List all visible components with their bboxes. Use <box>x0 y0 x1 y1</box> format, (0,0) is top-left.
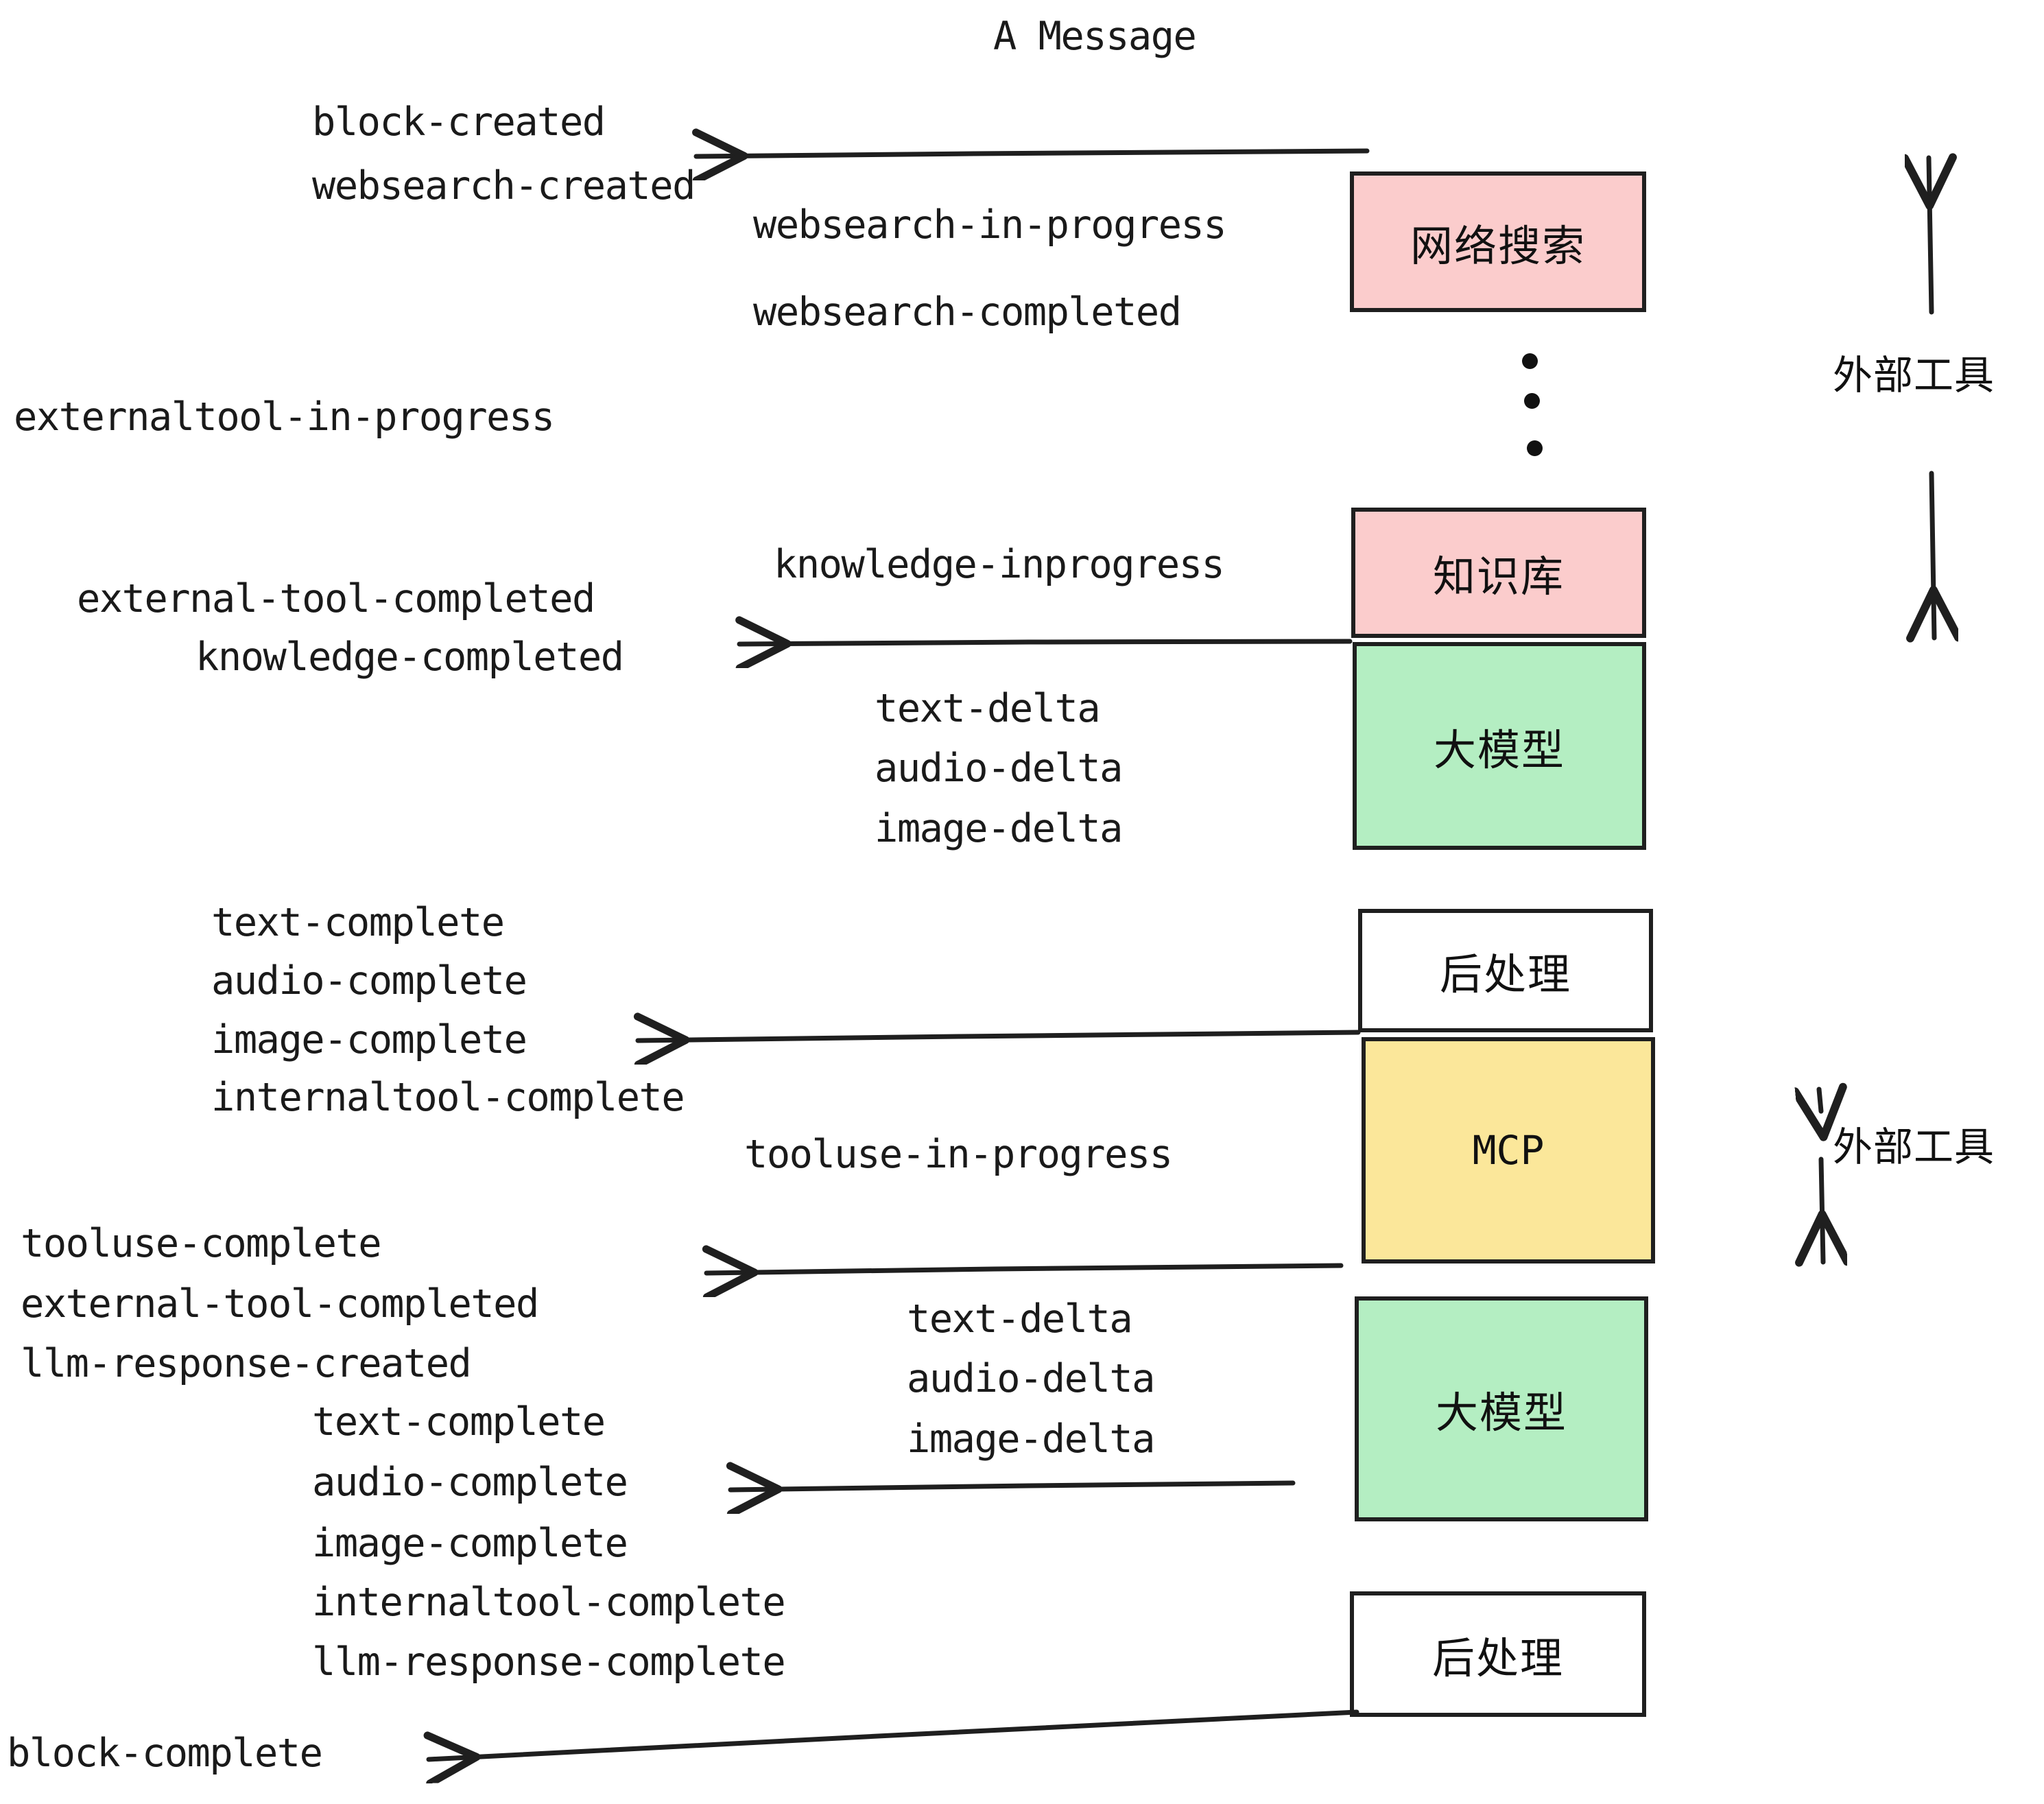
event-knowledge-completed: knowledge-completed <box>195 634 624 680</box>
box-postprocess-first: 后处理 <box>1358 909 1653 1032</box>
box-knowledge: 知识库 <box>1351 508 1646 638</box>
event-image-complete-1: image-complete <box>211 1017 527 1063</box>
arrow-llm-second-to-events <box>730 1483 1296 1490</box>
event-audio-delta-1: audio-delta <box>875 746 1124 791</box>
event-internaltool-complete-1: internaltool-complete <box>211 1075 685 1120</box>
event-external-tool-completed-2: external-tool-completed <box>21 1281 539 1327</box>
event-audio-delta-2: audio-delta <box>907 1356 1156 1401</box>
event-websearch-created: websearch-created <box>312 163 696 209</box>
event-text-complete-1: text-complete <box>211 900 505 945</box>
external-tool-span-bottom <box>1819 1089 1823 1262</box>
event-image-delta-1: image-delta <box>875 806 1124 851</box>
event-image-complete-2: image-complete <box>312 1521 628 1566</box>
box-llm-first: 大模型 <box>1353 642 1646 850</box>
arrow-mcp-to-events <box>706 1266 1344 1273</box>
event-internaltool-complete-2: internaltool-complete <box>312 1580 786 1625</box>
event-externaltool-in-progress: externaltool-in-progress <box>14 394 555 440</box>
event-block-complete: block-complete <box>7 1731 323 1776</box>
box-websearch: 网络搜索 <box>1350 171 1646 312</box>
box-llm-second: 大模型 <box>1355 1296 1648 1521</box>
arrow-postprocess-first-to-events <box>638 1032 1361 1041</box>
box-mcp: MCP <box>1362 1037 1655 1263</box>
event-llm-response-created: llm-response-created <box>21 1341 472 1386</box>
event-image-delta-2: image-delta <box>907 1416 1156 1462</box>
arrow-postprocess-second-to-block-complete <box>429 1709 1359 1759</box>
event-text-delta-1: text-delta <box>875 686 1101 731</box>
side-label-external-tool-bottom: 外部工具 <box>1833 1124 1995 1170</box>
event-websearch-completed: websearch-completed <box>753 289 1182 335</box>
event-external-tool-completed-1: external-tool-completed <box>77 576 595 621</box>
event-knowledge-inprogress: knowledge-inprogress <box>774 542 1225 587</box>
event-tooluse-complete: tooluse-complete <box>21 1221 382 1266</box>
page-title: A Message <box>993 14 1197 59</box>
event-websearch-in-progress: websearch-in-progress <box>753 202 1227 248</box>
dot-1 <box>1522 353 1538 369</box>
event-text-delta-2: text-delta <box>907 1296 1133 1342</box>
event-llm-response-complete: llm-response-complete <box>312 1639 786 1685</box>
arrow-knowledge-to-events <box>739 641 1353 644</box>
event-block-created: block-created <box>312 99 606 145</box>
arrow-websearch-to-events <box>696 151 1370 156</box>
box-postprocess-second: 后处理 <box>1350 1591 1646 1717</box>
event-audio-complete-1: audio-complete <box>211 958 527 1004</box>
side-label-external-tool-top: 外部工具 <box>1833 352 1995 399</box>
event-text-complete-2: text-complete <box>312 1399 606 1445</box>
dot-2 <box>1524 393 1540 409</box>
event-tooluse-in-progress: tooluse-in-progress <box>744 1132 1173 1177</box>
event-audio-complete-2: audio-complete <box>312 1460 628 1505</box>
dot-3 <box>1527 440 1543 456</box>
